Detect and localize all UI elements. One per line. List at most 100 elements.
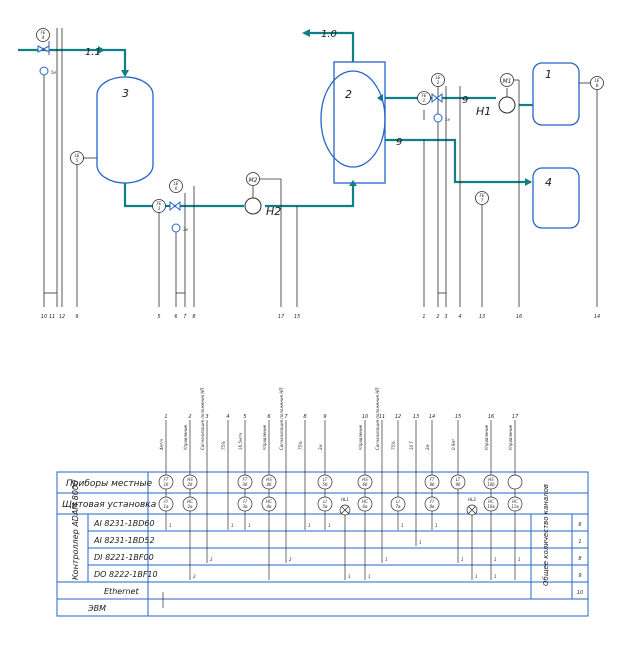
column-number: 9 [323,414,326,420]
channel-ticks: 1 1 1 1 1 1 1 1 1 1 1 2 2 1 2 1 1 1 1 [169,523,521,579]
panel-instrument [182,496,198,512]
column-number: 6 [267,414,270,420]
actuators [39,66,443,233]
row-label-controller: Контроллер ADAM 8000 [71,480,80,580]
tank-4-label: 4 [545,176,552,189]
terminal-number: 12 [59,314,65,320]
local-instrument [158,474,174,490]
tank-2-label: 2 [345,88,352,101]
instrument-le2 [431,73,445,87]
channel-tick: 1 [368,574,371,579]
channel-tick: 1 [169,523,172,528]
local-instrument [261,474,277,490]
column-description: 10 Т [409,441,414,450]
channel-count: 8 [578,556,581,562]
column-description: 75% [298,441,303,450]
channel-tick: 1 [494,574,497,579]
panel-inst-top: HC [512,499,518,504]
instrument-bubbles [36,28,604,213]
local-inst-top: FT [430,477,435,482]
channel-tick: 2 [210,557,213,562]
panel-inst-bot: 3в [243,504,249,509]
panel-inst-top: HC [488,499,494,504]
channel-tick: 1 [348,574,351,579]
panel-inst-top: HC [266,499,272,504]
instrument-m2 [246,172,260,186]
instrument-le5-bot: 5 [76,158,79,163]
channel-tick: 1 [385,557,388,562]
column-description: 4м³/ч [159,438,164,450]
local-instrument [483,474,499,490]
tank-2-frame [333,61,386,184]
instrument-fe7-top: FE [480,193,485,198]
valve-tank3 [169,200,181,212]
valve-h1-line [431,92,443,104]
instrument-le6 [169,179,183,193]
row-label-ethernet: Ethernet [104,587,139,596]
row-label-ai2: AI 8231-1BD52 [93,536,155,545]
channel-tick: 1 [248,523,251,528]
terminal-number: 3 [444,314,447,320]
local-inst-bot: 9б [455,482,461,487]
column-number: 16 [488,414,494,420]
column-number: 5 [243,414,246,420]
instrument-fe1-bot: 1 [423,98,426,103]
local-instrument-labels: FT 1б HS 2б FT 3б HS 4б LT 5б HS 6б FT 8… [163,477,495,487]
panel-instrument [483,496,499,512]
instrument-le8-bot: 8 [596,83,599,88]
row-label-ai1: AI 8231-1BD60 [93,519,155,528]
actuator-label: 3е [183,227,189,232]
row-label-evm: ЭВМ [87,604,106,613]
arrow-inlet [98,46,105,54]
panel-inst-bot: 6в [363,504,369,509]
channel-tick: 1 [308,523,311,528]
panel-inst-top: LI [323,499,327,504]
terminal-number: 1 [422,314,425,320]
column-description: Сигнализация положения НП [375,388,380,450]
flow-arrows [98,29,532,186]
control-table [56,471,589,617]
table-border [56,471,589,617]
instrument-fe1-top: FE [422,93,427,98]
row-label-local: Приборы местные [66,479,153,489]
panel-inst-bot: 2в [188,504,194,509]
column-number: 12 [395,414,401,420]
column-description: 16.5м³/ч [238,432,243,450]
terminal-number: 17 [278,314,285,320]
arrow-tank4-in [525,178,532,186]
tank-2 [320,70,386,168]
panel-instrument [158,496,174,512]
local-instrument [357,474,373,490]
panel-inst-top: LI [396,499,400,504]
local-inst-top: HS [488,477,494,482]
channel-tick: 1 [461,557,464,562]
lamp-hl1-cross [341,506,349,514]
local-instrument-row [158,474,523,490]
local-instrument [182,474,198,490]
actuator-label: 1е [445,117,451,122]
pipe-inlet-1-1 [18,48,127,72]
channel-tick: 2 [289,557,292,562]
channel-tick: 1 [419,540,422,545]
local-instrument [424,474,440,490]
tank-4 [532,167,580,229]
terminal-number: 13 [479,314,485,320]
column-number: 7 [284,414,288,420]
instrument-le5 [70,151,84,165]
channel-count: 1 [578,539,581,545]
valves [37,45,443,212]
instrument-fe4-bot: 4 [42,35,45,40]
tank-1-label: 1 [545,68,552,81]
column-number: 13 [413,414,419,420]
instrument-fe7 [475,191,489,205]
pipe-h2-to-tank2 [265,183,355,208]
column-descriptions: 4м³/ч Управление Сигнализация положения … [159,388,513,450]
column-description: Управление [358,424,363,450]
arrow-out-1-0 [302,29,310,37]
channel-count: 10 [577,590,583,596]
local-inst-bot: 6б [362,482,368,487]
local-inst-top: FT [243,477,248,482]
channel-tick: 1 [518,557,521,562]
instrument-le6-bot: 6 [175,186,178,191]
tank-3 [96,76,154,184]
